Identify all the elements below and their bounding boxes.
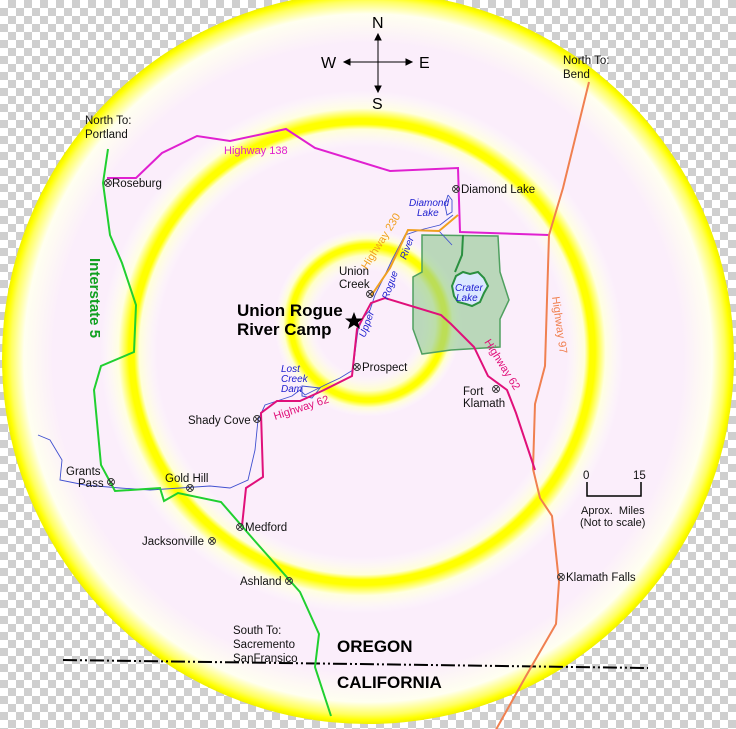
water-lost-creek-1: Lost	[281, 364, 301, 375]
park-stream	[454, 234, 464, 273]
camp-title-line2: River Camp	[237, 320, 331, 339]
city-union-creek-2: Creek	[339, 279, 370, 291]
city-markers	[104, 179, 565, 585]
south-line1: South To:	[233, 625, 281, 637]
city-shady-cove: Shady Cove	[188, 415, 251, 427]
city-fort-klamath-1: Fort	[463, 386, 484, 398]
interstate-5	[92, 148, 332, 717]
compass-s: S	[372, 96, 383, 113]
water-crater-lake-1: Crater	[455, 283, 483, 294]
label-highway-138: Highway 138	[224, 145, 288, 157]
scale-unit-2: (Not to scale)	[580, 517, 645, 529]
city-diamond-lake: Diamond Lake	[461, 184, 535, 196]
compass-e: E	[419, 55, 430, 72]
lost-creek-lake	[301, 385, 321, 399]
city-grants-pass-1: Grants	[66, 466, 101, 478]
city-ashland: Ashland	[240, 576, 282, 588]
crater-lake	[450, 270, 490, 308]
compass-w: W	[321, 55, 337, 72]
state-california: CALIFORNIA	[337, 673, 442, 692]
water-lost-creek-3: Dam	[281, 384, 302, 395]
water-crater-lake-2: Lake	[456, 293, 478, 304]
city-roseburg: Roseburg	[112, 178, 162, 190]
highway-230	[370, 214, 459, 297]
city-union-creek-1: Union	[339, 266, 369, 278]
city-grants-pass-2: Pass	[78, 478, 104, 490]
city-klamath-falls: Klamath Falls	[566, 572, 636, 584]
portland-line2: Portland	[85, 129, 128, 141]
city-medford: Medford	[245, 522, 287, 534]
highway-97	[495, 81, 590, 729]
highway-62	[241, 296, 536, 527]
south-line3: SanFransico	[233, 653, 298, 665]
water-diamond-lake-1: Diamond	[409, 198, 449, 209]
highway-138	[107, 127, 550, 236]
compass-n: N	[372, 15, 384, 32]
south-line2: Sacremento	[233, 639, 295, 651]
camp-star-icon	[345, 312, 363, 329]
scale-bar	[586, 482, 642, 497]
camp-title-line1: Union Rogue	[237, 301, 343, 320]
bend-line1: North To:	[563, 55, 609, 67]
scale-max: 15	[633, 470, 646, 482]
state-oregon: OREGON	[337, 637, 413, 656]
city-jacksonville: Jacksonville	[142, 536, 204, 548]
compass	[342, 32, 414, 94]
water-lost-creek-2: Creek	[281, 374, 309, 385]
state-border	[62, 659, 649, 669]
water-diamond-lake-2: Lake	[417, 208, 439, 219]
scale-unit-1: Aprox. Miles	[581, 505, 645, 517]
scale-min: 0	[583, 470, 589, 482]
bend-line2: Bend	[563, 69, 590, 81]
label-interstate-5: Interstate 5	[86, 258, 103, 338]
city-prospect: Prospect	[362, 362, 408, 374]
city-gold-hill: Gold Hill	[165, 473, 208, 485]
portland-line1: North To:	[85, 115, 131, 127]
city-fort-klamath-2: Klamath	[463, 398, 505, 410]
